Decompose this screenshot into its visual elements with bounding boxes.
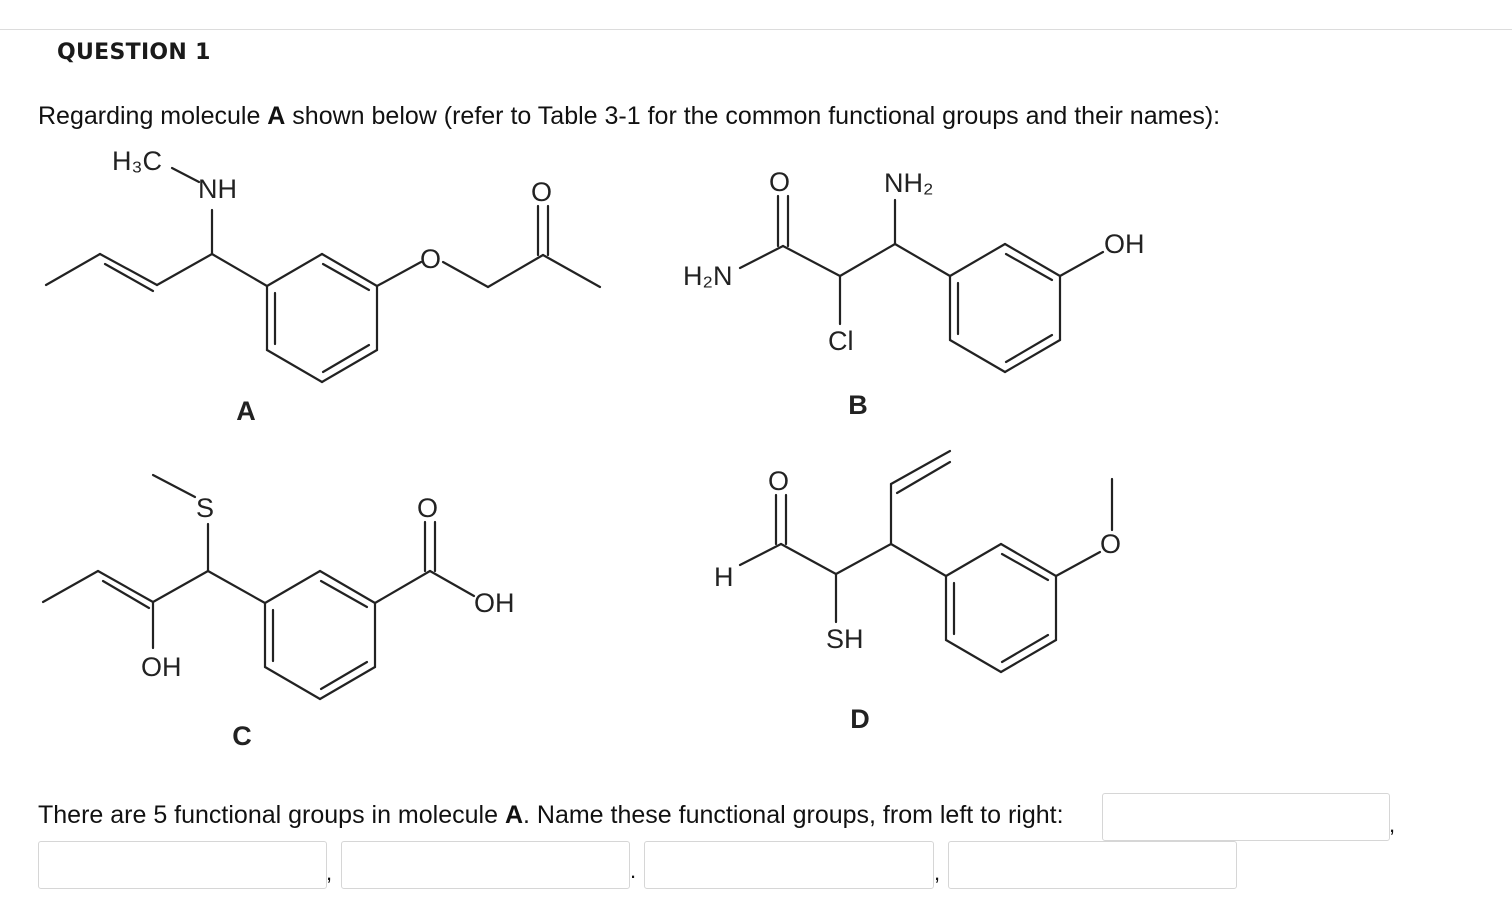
mol-c-acid-hydroxyl-label: OH <box>474 588 515 618</box>
separator-4: , <box>934 860 941 885</box>
answer-instruction: There are 5 functional groups in molecul… <box>38 801 1064 830</box>
question-title: QUESTION 1 <box>57 40 211 65</box>
molecule-d: O H SH O D <box>714 449 1121 734</box>
mol-b-amine-label: NH₂ <box>884 168 933 198</box>
molecule-b: O NH₂ H₂N Cl OH B <box>683 167 1145 420</box>
functional-group-answer-2[interactable] <box>38 841 327 889</box>
mol-c-carbonyl-oxygen-label: O <box>417 493 438 523</box>
molecule-a: H₃C NH O O A <box>44 146 602 426</box>
question-prompt: Regarding molecule A shown below (refer … <box>38 102 1220 131</box>
prompt-text-start: Regarding molecule <box>38 102 268 130</box>
top-divider <box>0 29 1512 30</box>
mol-d-ether-oxygen-label: O <box>1100 529 1121 559</box>
mol-c-hydroxyl-label: OH <box>141 652 182 682</box>
mol-b-amide-nitrogen-label: H₂N <box>683 261 732 291</box>
functional-group-answer-1[interactable] <box>1102 793 1390 841</box>
answer-text-end: . Name these functional groups, from lef… <box>523 801 1064 829</box>
molecule-structures-figure: H₃C NH O O A O NH₂ H₂N Cl OH <box>41 146 1145 750</box>
mol-d-aldehyde-hydrogen-label: H <box>714 562 734 592</box>
prompt-molecule-name: A <box>267 102 286 130</box>
mol-a-ether-oxygen-label: O <box>420 244 441 274</box>
functional-group-answer-4[interactable] <box>644 841 934 889</box>
mol-b-carbonyl-oxygen-label: O <box>769 167 790 197</box>
mol-a-nh-label: NH <box>198 174 237 204</box>
molecule-c: S O OH OH C <box>41 473 515 750</box>
mol-a-h3c-label: H₃C <box>112 146 162 176</box>
functional-group-answer-3[interactable] <box>341 841 630 889</box>
mol-a-carbonyl-oxygen-label: O <box>531 177 552 207</box>
answer-molecule-name: A <box>504 801 523 829</box>
separator-2: , <box>326 860 333 885</box>
molecule-d-label: D <box>850 704 870 734</box>
separator-1: , <box>1389 812 1396 837</box>
mol-b-hydroxyl-label: OH <box>1104 229 1145 259</box>
mol-d-thiol-label: SH <box>826 624 864 654</box>
mol-c-sulfur-label: S <box>196 493 214 523</box>
functional-group-answer-5[interactable] <box>948 841 1237 889</box>
molecule-b-label: B <box>848 390 868 420</box>
answer-text-start: There are 5 functional groups in molecul… <box>38 801 505 829</box>
molecule-a-label: A <box>236 396 256 426</box>
mol-d-carbonyl-oxygen-label: O <box>768 466 789 496</box>
mol-b-chlorine-label: Cl <box>828 326 854 356</box>
prompt-text-end: shown below (refer to Table 3-1 for the … <box>285 102 1221 130</box>
separator-3: . <box>630 858 637 883</box>
molecule-c-label: C <box>232 721 252 750</box>
